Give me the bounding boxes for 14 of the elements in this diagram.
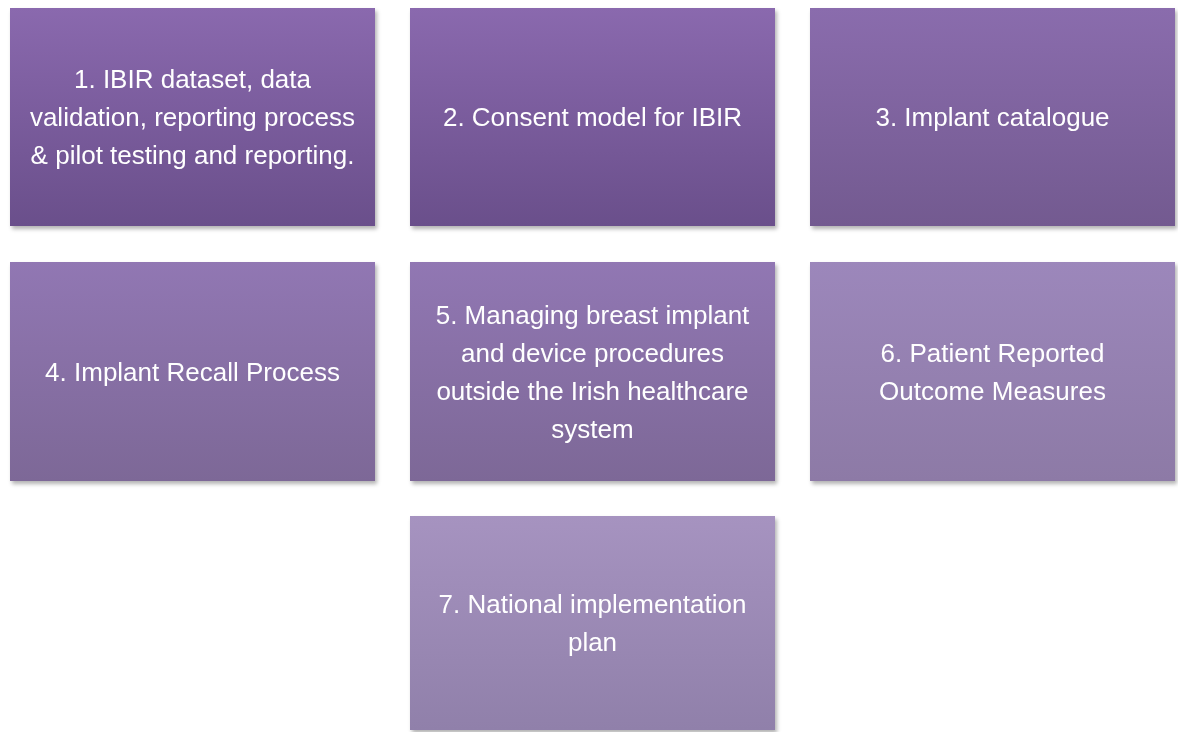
box-label: 4. Implant Recall Process <box>44 355 341 389</box>
process-box <box>10 8 375 226</box>
process-box <box>410 516 775 730</box>
box-label: 5. Managing breast implant and device procedures outside the Irish healthcare system <box>434 298 751 446</box>
box-label: 2. Consent model for IBIR <box>441 101 744 134</box>
process-box <box>810 262 1175 481</box>
process-box <box>810 8 1175 226</box>
process-box <box>10 262 375 481</box>
box-label: 6. Patient Reported Outcome Measures <box>878 336 1107 408</box>
process-box <box>410 262 775 481</box>
box-label: 1. IBIR dataset, data validation, reporting process & pilot testing and reporting. <box>28 63 357 172</box>
box-label: 3. Implant catalogue <box>874 101 1111 134</box>
process-box <box>410 8 775 226</box>
box-label: 7. National implementation plan <box>437 588 748 659</box>
